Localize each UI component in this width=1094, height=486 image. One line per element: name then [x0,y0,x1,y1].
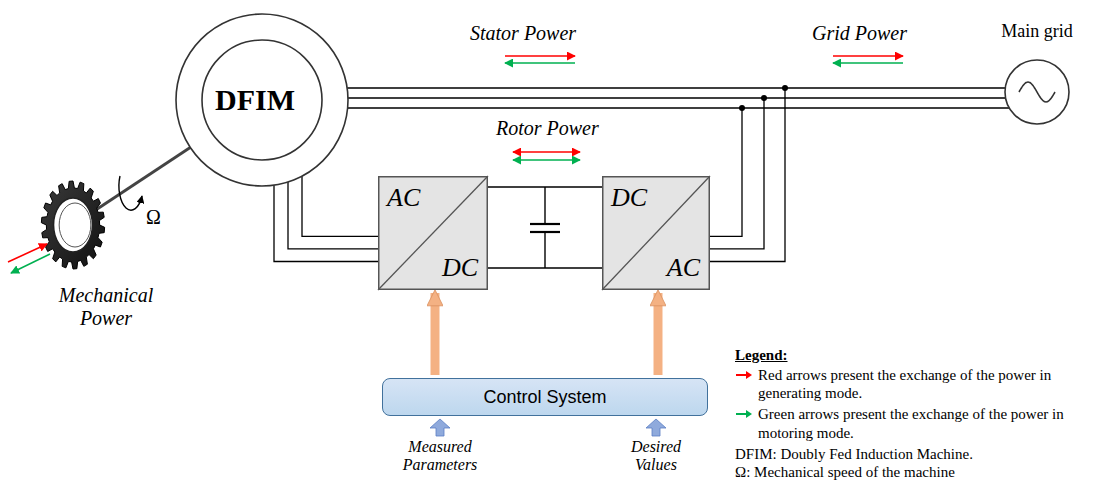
legend-title: Legend: [735,346,1087,365]
junction-dot [782,85,788,91]
legend-entry: Red arrows present the exchange of the p… [735,366,1087,404]
power-arrow [11,254,50,273]
gear [41,181,104,269]
junction-dot [739,105,745,111]
three-phase-wire [488,187,602,268]
capacitor [530,187,560,268]
grid-source: Main grid [1003,58,1071,126]
converter-box: AC DC [378,176,488,290]
legend-text: Green arrows present the exchange of the… [758,405,1087,443]
three-phase-wire [274,176,378,261]
legend-entry: Green arrows present the exchange of the… [735,405,1087,443]
signal-label: Measured Parameters [392,438,488,475]
input-arrow [646,419,666,436]
control-signal-arrow [431,293,440,375]
converter-label: DC [611,185,647,211]
power-arrow [833,55,903,57]
control-signal-arrow [654,293,663,375]
three-phase-wire [347,88,1009,108]
signal-label: Desired Values [612,438,700,475]
converter-label: AC [387,185,420,211]
node-label: Control System [483,387,606,408]
power-label: Grid Power [812,22,907,45]
circle-outline [1003,58,1071,126]
node-label: DFIM [215,83,295,117]
power-label: Mechanical Power [45,284,167,330]
legend-swatch [735,409,753,419]
power-arrow [833,62,903,64]
power-arrow [513,159,580,161]
converter-label: AC [667,255,700,281]
power-label: Rotor Power [496,117,599,140]
legend-note: DFIM: Doubly Fed Induction Machine. [735,445,1087,464]
three-phase-wire [710,88,785,262]
speed-symbol: Ω [146,206,161,229]
grid-label: Main grid [1001,21,1073,42]
power-arrow [505,62,575,64]
power-arrow [8,244,47,262]
rotation-arrow [119,176,142,210]
converter-label: DC [442,255,478,281]
control-box: Control System [382,378,708,416]
junction-dot [761,95,767,101]
power-arrow [513,151,580,153]
machine-circle: DFIM [174,12,350,188]
legend-text: Red arrows present the exchange of the p… [758,366,1087,404]
legend-swatch [735,370,753,380]
converter-box: DC AC [602,176,710,290]
input-arrow [430,419,450,436]
legend: Legend:Red arrows present the exchange o… [735,346,1087,482]
legend-note: Ω: Mechanical speed of the machine [735,463,1087,482]
power-label: Stator Power [470,22,576,45]
power-arrow [505,55,575,57]
